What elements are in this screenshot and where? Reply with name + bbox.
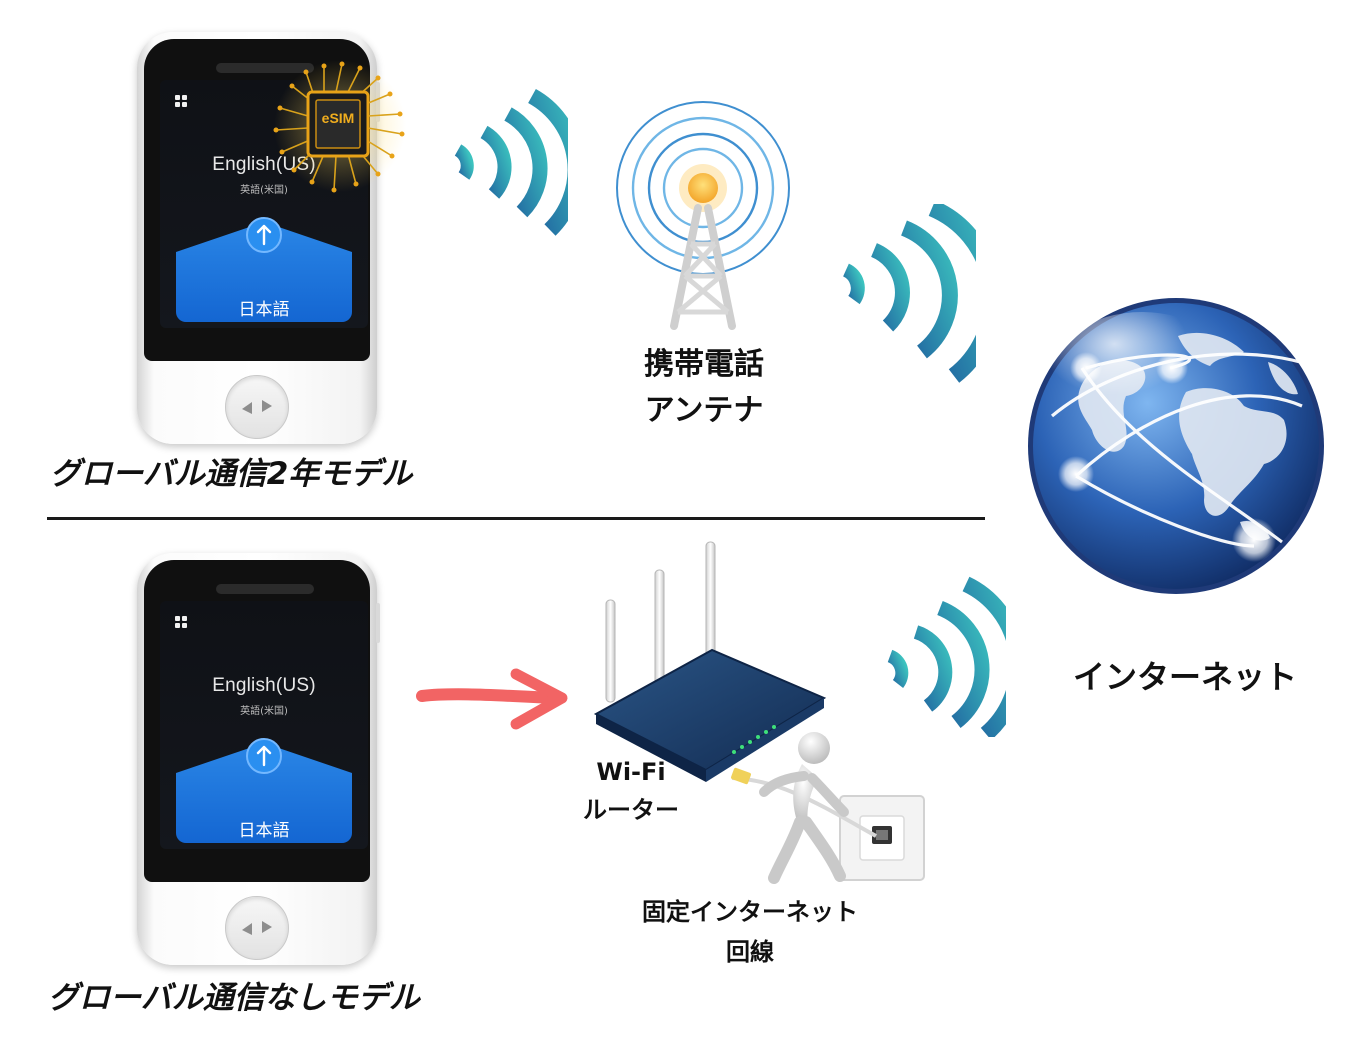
device-front-panel: English(US) 英語(米国) 日本語 [144, 560, 370, 882]
no-sim-model-title: グローバル通信なしモデル [48, 980, 420, 1016]
menu-grid-icon [175, 95, 187, 107]
device-speaker [216, 584, 314, 594]
section-divider [47, 517, 985, 520]
swap-arrow-icon [246, 217, 282, 253]
internet-label: インターネット [1072, 658, 1297, 696]
router-label-line1: Wi-Fi [596, 758, 666, 786]
no-sim-device: English(US) 英語(米国) 日本語 [137, 553, 380, 965]
esim-label: eSIM [321, 110, 355, 126]
person-plugging-cable-icon [731, 732, 925, 884]
device-side-key [376, 603, 380, 643]
swap-arrow-icon [246, 738, 282, 774]
source-language-sub: 英語(米国) [240, 706, 288, 717]
menu-grid-icon [175, 616, 187, 628]
antenna-label-line2: アンテナ [644, 393, 764, 428]
fixed-line-label-line2: 回線 [726, 938, 774, 966]
target-language: 日本語 [238, 300, 290, 320]
source-language: English(US) [212, 675, 316, 696]
signal-waves-icon [454, 88, 568, 236]
esim-model-title: グローバル通信2年モデル [50, 456, 413, 492]
globe-icon [1028, 298, 1324, 594]
target-language: 日本語 [238, 821, 290, 841]
esim-chip-icon [273, 60, 406, 193]
wifi-router-icon [593, 541, 827, 782]
arrow-right-icon [416, 668, 568, 730]
cell-tower-icon [616, 101, 790, 330]
antenna-label-line1: 携帯電話 [644, 347, 764, 382]
device-screen: English(US) 英語(米国) 日本語 [160, 601, 368, 849]
device-home-button [225, 375, 289, 439]
source-language-sub: 英語(米国) [240, 185, 288, 196]
device-home-button [225, 896, 289, 960]
fixed-line-label-line1: 固定インターネット [642, 898, 858, 926]
signal-waves-icon [842, 204, 976, 383]
device-speaker [216, 63, 314, 73]
router-label-line2: ルーター [583, 796, 679, 824]
signal-waves-icon [887, 576, 1006, 737]
